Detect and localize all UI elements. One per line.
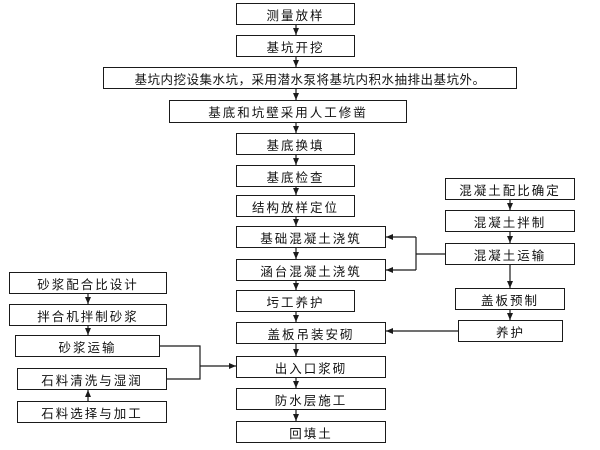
- step-masonry-curing: 圬工养护: [236, 290, 355, 312]
- step-concrete-mixing: 混凝土拌制: [445, 210, 575, 232]
- step-concrete-transport: 混凝土运输: [445, 243, 575, 265]
- step-cover-slab-install: 盖板吊装安砌: [236, 322, 386, 344]
- step-base-inspection: 基底检查: [236, 165, 355, 187]
- step-slab-curing: 养护: [458, 320, 563, 342]
- step-waterproofing: 防水层施工: [236, 388, 386, 410]
- step-base-replacement: 基底换填: [236, 133, 355, 155]
- step-slab-precast: 盖板预制: [455, 288, 565, 310]
- step-sump-pumping: 基坑内挖设集水坑，采用潜水泵将基坑内积水抽排出基坑外。: [103, 67, 517, 89]
- step-stone-washing: 石料清洗与湿润: [17, 368, 167, 390]
- step-entrance-masonry: 出入口浆砌: [236, 356, 386, 378]
- connector-mortar-out: [160, 345, 201, 366]
- step-mortar-mixing: 拌合机拌制砂浆: [9, 304, 167, 326]
- connector-stone-out: [167, 366, 201, 380]
- step-structure-layout: 结构放样定位: [236, 195, 355, 217]
- step-mortar-transport: 砂浆运输: [15, 335, 160, 357]
- step-abutment-concrete: 涵台混凝土浇筑: [236, 259, 386, 281]
- step-mortar-mix-design: 砂浆配合比设计: [9, 272, 167, 294]
- step-backfill: 回填土: [236, 421, 386, 443]
- step-survey-layout: 测量放样: [236, 3, 355, 25]
- step-stone-selection: 石料选择与加工: [17, 401, 167, 423]
- step-manual-trimming: 基底和坑壁采用人工修凿: [169, 100, 407, 123]
- step-foundation-concrete: 基础混凝土浇筑: [236, 226, 386, 248]
- step-concrete-mix-design: 混凝土配比确定: [445, 178, 575, 200]
- step-pit-excavation: 基坑开挖: [236, 35, 355, 57]
